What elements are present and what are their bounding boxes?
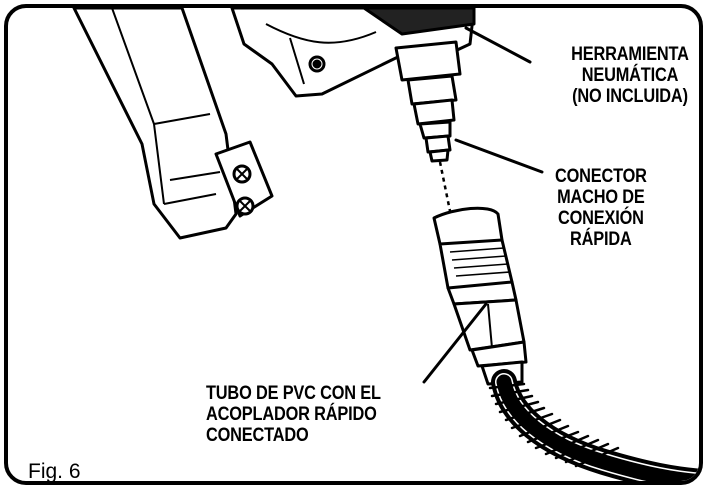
pvc-hose: [488, 369, 699, 481]
male-quick-connector: [394, 40, 462, 163]
female-coupler: [432, 206, 528, 386]
callout-line: (NO INCLUIDA): [572, 86, 689, 107]
callout-line: MACHO DE: [557, 187, 645, 208]
callout-line: CONECTOR: [555, 166, 647, 187]
insertion-dashed-line: [438, 161, 453, 217]
callout-male-connector: CONECTOR MACHO DE CONEXIÓN RÁPIDA: [555, 166, 647, 250]
illustration: [72, 8, 699, 481]
callout-line: CONEXIÓN: [558, 208, 644, 229]
callout-line: RÁPIDA: [570, 229, 632, 250]
callout-pneumatic-tool: HERRAMIENTA NEUMÁTICA (NO INCLUIDA): [571, 44, 689, 107]
callout-line: CONECTADO: [206, 425, 309, 446]
leader-lines: [422, 26, 544, 384]
callout-line: HERRAMIENTA: [571, 44, 689, 65]
figure-label: Fig. 6: [28, 460, 81, 483]
callout-pvc-hose: TUBO DE PVC CON EL ACOPLADOR RÁPIDO CONE…: [206, 383, 381, 446]
callout-line: NEUMÁTICA: [581, 65, 679, 86]
callout-line: ACOPLADOR RÁPIDO: [206, 404, 377, 425]
figure-frame: HERRAMIENTA NEUMÁTICA (NO INCLUIDA) CONE…: [4, 4, 703, 485]
callout-line: TUBO DE PVC CON EL: [206, 383, 381, 404]
pneumatic-tool: [72, 8, 476, 240]
